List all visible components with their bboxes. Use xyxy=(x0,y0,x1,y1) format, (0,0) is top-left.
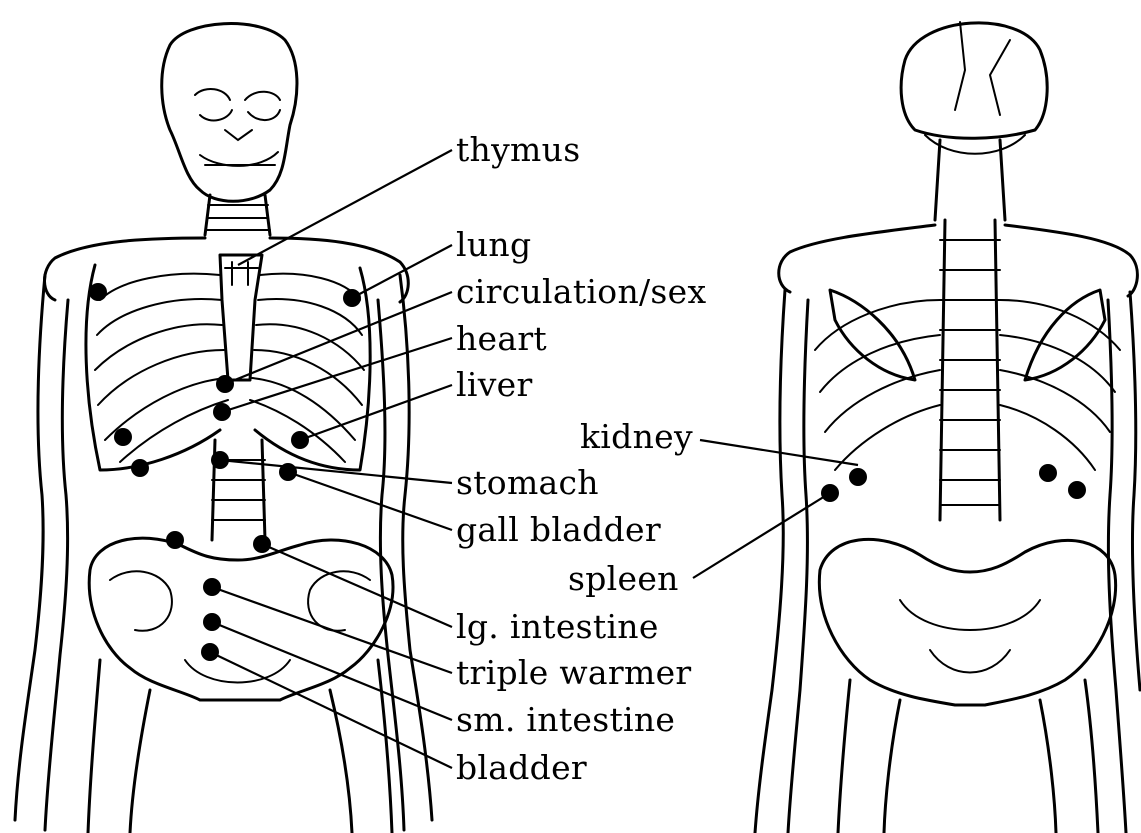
label-thymus: thymus xyxy=(456,133,580,166)
liver-leader xyxy=(300,385,452,440)
front-skull xyxy=(162,24,297,202)
thymus-leader xyxy=(238,150,452,265)
back-organ-dots xyxy=(821,464,1086,502)
label-lung: lung xyxy=(456,228,531,261)
label-heart: heart xyxy=(456,322,547,355)
circulation-leader xyxy=(225,292,452,384)
label-bladder: bladder xyxy=(456,751,587,784)
label-liver: liver xyxy=(456,368,533,401)
label-stomach: stomach xyxy=(456,466,599,499)
back-skeleton xyxy=(755,22,1140,833)
spleen-leader xyxy=(693,493,830,578)
bladder-leader xyxy=(210,652,452,768)
label-triple-warmer: triple warmer xyxy=(456,656,691,689)
triple-warmer-leader xyxy=(212,587,452,673)
back-skull xyxy=(901,23,1047,138)
label-circulation: circulation/sex xyxy=(456,275,706,308)
label-lg-intestine: lg. intestine xyxy=(456,610,659,643)
label-sm-intestine: sm. intestine xyxy=(456,703,675,736)
label-kidney: kidney xyxy=(580,420,693,453)
front-skeleton xyxy=(15,24,432,833)
label-spleen: spleen xyxy=(568,562,679,595)
label-gall-bladder: gall bladder xyxy=(456,513,661,546)
